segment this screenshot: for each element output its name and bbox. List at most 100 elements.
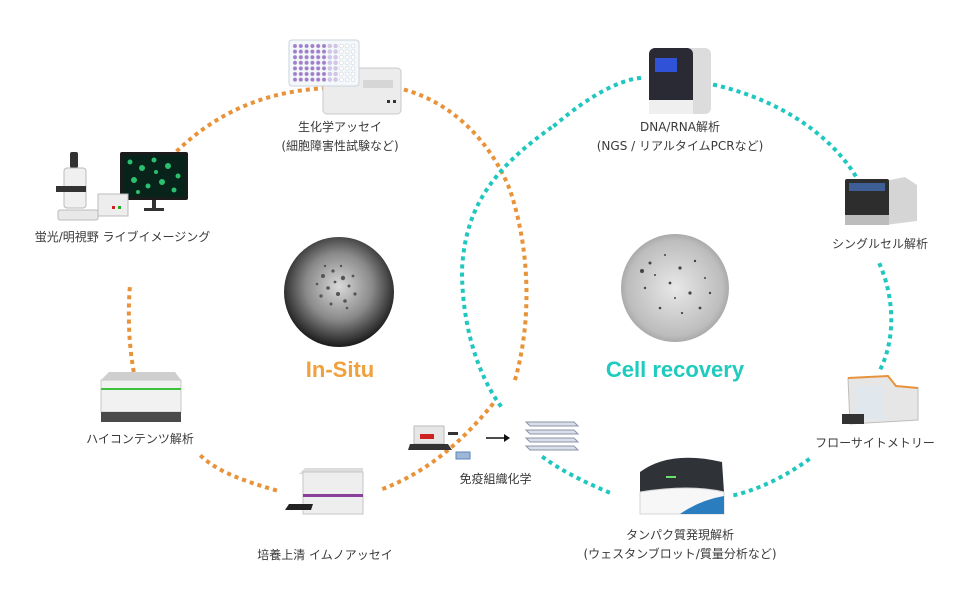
- dna-rna-label-line2: (NGS / リアルタイムPCRなど): [596, 139, 764, 153]
- protein-label-line1: タンパク質発現解析: [625, 528, 734, 542]
- plate-well: [298, 77, 303, 82]
- high-content-imager-icon: [100, 372, 182, 422]
- node-live-imaging[interactable]: 蛍光/明視野 ライブイメージング: [20, 146, 225, 247]
- node-immunoassay[interactable]: 培養上清 イムノアッセイ: [240, 466, 410, 565]
- plate-well: [310, 60, 315, 65]
- plate-well: [350, 77, 356, 82]
- dna-rna-label-line1: DNA/RNA解析: [640, 120, 720, 134]
- plate-well: [327, 71, 332, 77]
- plate-well: [350, 60, 356, 65]
- plate-well: [344, 71, 350, 77]
- node-protein-expression[interactable]: タンパク質発現解析 (ウェスタンブロット/質量分析など): [560, 452, 800, 564]
- plate-well: [321, 66, 327, 71]
- plate-well: [304, 77, 309, 82]
- plate-well: [304, 60, 309, 65]
- plate-well: [344, 49, 350, 54]
- plate-well: [333, 71, 338, 77]
- plate-well: [292, 71, 298, 77]
- plate-well: [333, 66, 338, 71]
- single-cell-label: シングルセル解析: [831, 237, 928, 251]
- plate-well: [350, 49, 356, 54]
- plate-well: [339, 49, 344, 54]
- plate-well: [310, 77, 315, 82]
- plate-well: [321, 77, 327, 82]
- plate-well: [310, 43, 315, 49]
- imaging-label: 蛍光/明視野 ライブイメージング: [34, 230, 211, 244]
- node-biochemical-assay[interactable]: 生化学アッセイ (細胞障害性試験など): [255, 38, 425, 156]
- node-single-cell-analysis[interactable]: シングルセル解析: [815, 175, 945, 254]
- plate-well: [292, 60, 298, 65]
- plate-well: [350, 71, 356, 77]
- microscope-monitor-icon: [56, 152, 188, 221]
- sequencer-icon: [649, 48, 711, 114]
- plate-well: [321, 43, 327, 49]
- plate-well: [321, 49, 327, 54]
- plate-well: [292, 43, 298, 49]
- plate-well: [298, 60, 303, 65]
- plate-well: [292, 49, 298, 54]
- flow-cytometer-icon: [842, 374, 919, 425]
- node-immunohistochemistry[interactable]: 免疫組織化学: [408, 412, 583, 489]
- high-content-label: ハイコンテンツ解析: [86, 432, 194, 446]
- immunoassay-label: 培養上清 イムノアッセイ: [257, 548, 393, 562]
- plate-well: [292, 77, 298, 82]
- plate-well: [304, 66, 309, 71]
- plate-well: [344, 66, 350, 71]
- plate-well: [350, 66, 356, 71]
- plate-well: [304, 43, 309, 49]
- protein-analyzer-icon: [639, 457, 725, 515]
- plate-well: [298, 43, 303, 49]
- plate-well: [339, 60, 344, 65]
- node-flow-cytometry[interactable]: フローサイトメトリー: [800, 370, 950, 453]
- plate-well: [304, 49, 309, 54]
- plate-well: [321, 71, 327, 77]
- flow-label: フローサイトメトリー: [815, 436, 935, 450]
- plate-well: [316, 66, 321, 71]
- plate-well: [292, 66, 298, 71]
- plate-well: [321, 55, 327, 60]
- biochem-label-line2: (細胞障害性試験など): [281, 139, 399, 153]
- plate-well: [304, 71, 309, 77]
- plate-well: [339, 55, 344, 60]
- plate-well: [333, 43, 338, 49]
- immunoassay-reader-icon: [285, 468, 364, 515]
- plate-well: [292, 55, 298, 60]
- plate-well: [327, 55, 332, 60]
- plate-well: [350, 55, 356, 60]
- plate-well: [333, 55, 338, 60]
- plate-well: [344, 55, 350, 60]
- plate-well: [333, 77, 338, 82]
- plate-well: [333, 60, 338, 65]
- plate-well: [316, 77, 321, 82]
- plate-reader-icon: [288, 39, 402, 115]
- plate-well: [339, 77, 344, 82]
- node-dna-rna-analysis[interactable]: DNA/RNA解析 (NGS / リアルタイムPCRなど): [580, 44, 780, 156]
- plate-well: [298, 66, 303, 71]
- in-situ-label: In-Situ: [305, 357, 375, 382]
- plate-well: [298, 55, 303, 60]
- plate-well: [339, 66, 344, 71]
- node-high-content-analysis[interactable]: ハイコンテンツ解析: [60, 368, 220, 449]
- plate-well: [316, 71, 321, 77]
- plate-well: [298, 71, 303, 77]
- ihc-label: 免疫組織化学: [459, 472, 532, 486]
- plate-well: [321, 60, 327, 65]
- plate-well: [333, 49, 338, 54]
- plate-well: [316, 55, 321, 60]
- plate-well: [316, 60, 321, 65]
- plate-well: [344, 60, 350, 65]
- cell-recovery-ring: [459, 75, 894, 498]
- in-situ-dish-image: [284, 237, 394, 347]
- plate-well: [350, 43, 356, 49]
- plate-well: [327, 60, 332, 65]
- plate-well: [310, 49, 315, 54]
- plate-well: [339, 43, 344, 49]
- plate-well: [344, 43, 350, 49]
- plate-well: [327, 43, 332, 49]
- single-cell-analyzer-icon: [845, 177, 917, 225]
- plate-well: [310, 55, 315, 60]
- plate-well: [339, 71, 344, 77]
- plate-well: [298, 49, 303, 54]
- plate-well: [310, 71, 315, 77]
- biochem-label-line1: 生化学アッセイ: [297, 120, 382, 134]
